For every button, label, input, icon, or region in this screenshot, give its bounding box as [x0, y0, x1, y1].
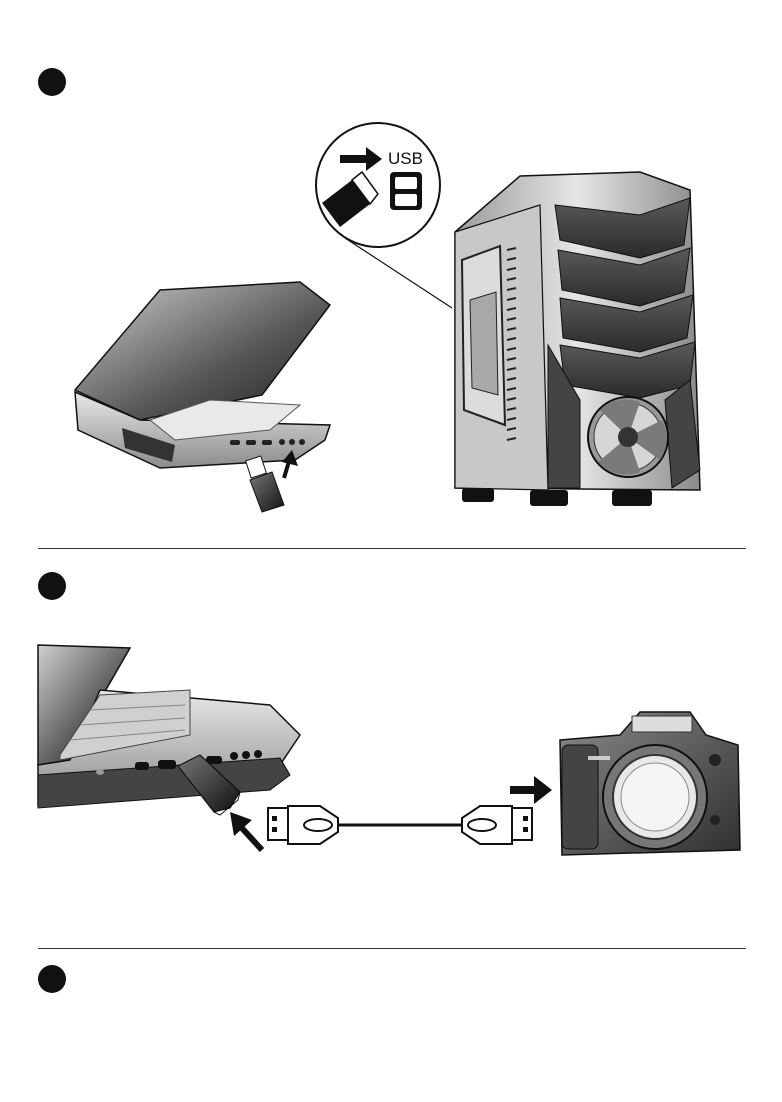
usb-label: USB [388, 149, 423, 168]
usb-plug-right [462, 806, 532, 844]
arrow-right-icon [510, 776, 552, 804]
laptop-step-2 [38, 645, 300, 850]
laptop-step-1 [75, 282, 330, 512]
usb-port-callout: USB [316, 123, 452, 308]
step-1-illustration: USB [75, 123, 700, 512]
arrow-up-icon [230, 812, 262, 850]
dslr-camera [560, 712, 740, 855]
usb-port-icon [390, 172, 422, 210]
step-2-illustration [38, 645, 740, 855]
usb-stick-icon [246, 456, 284, 512]
usb-plug-left [268, 806, 338, 844]
usb-cable [268, 806, 532, 844]
desktop-tower [455, 172, 700, 506]
fan-icon [588, 397, 668, 477]
